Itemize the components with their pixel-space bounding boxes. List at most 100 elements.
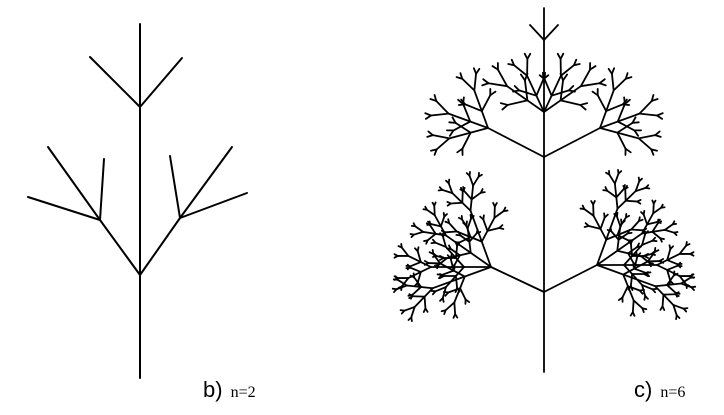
panel-c-depth-label: n=6 — [660, 384, 685, 401]
tree-branch — [649, 263, 653, 264]
tree-branch — [639, 217, 640, 221]
tree-branch — [460, 288, 466, 299]
tree-branch — [474, 74, 476, 91]
tree-branch — [639, 101, 651, 114]
tree-branch — [634, 269, 646, 273]
panel-b-caption: b) n=2 — [203, 377, 256, 403]
tree-branch — [646, 272, 650, 273]
tree-branch — [439, 190, 443, 191]
tree-branch — [454, 302, 455, 314]
tree-branch — [530, 25, 544, 40]
tree-branch — [631, 274, 632, 286]
tree-branch — [431, 114, 449, 116]
tree-branch — [674, 232, 677, 233]
tree-branch — [427, 135, 433, 137]
tree-branch — [581, 70, 590, 87]
tree-branch — [653, 204, 654, 214]
tree-branch — [615, 174, 619, 184]
tree-branch — [633, 300, 634, 312]
tree-branch — [48, 147, 100, 220]
tree-branch — [395, 256, 398, 258]
fractal-tree-n2 — [28, 24, 247, 378]
tree-branch — [652, 232, 660, 239]
tree-branch — [601, 217, 605, 228]
tree-branch — [445, 232, 456, 233]
tree-branch — [690, 252, 693, 254]
tree-branch — [561, 80, 563, 100]
tree-branch — [667, 285, 676, 293]
tree-branch — [410, 262, 421, 266]
tree-branch — [411, 317, 412, 321]
tree-branch — [609, 69, 612, 74]
tree-branch — [434, 206, 435, 216]
tree-branch — [637, 200, 641, 202]
tree-branch — [494, 211, 503, 218]
tree-branch — [558, 54, 561, 59]
tree-branch — [90, 57, 140, 107]
tree-branch — [631, 221, 639, 229]
tree-branch — [469, 176, 473, 186]
tree-branch — [600, 79, 605, 83]
tree-branch — [410, 268, 421, 272]
tree-branch — [636, 252, 637, 256]
tree-branch — [584, 209, 593, 216]
tree-branch — [427, 210, 435, 216]
tree-branch — [433, 135, 449, 138]
tree-branch — [663, 306, 665, 310]
tree-branch — [415, 248, 418, 251]
tree-branch — [645, 296, 648, 299]
tree-branch — [140, 58, 182, 107]
tree-branch — [634, 300, 643, 308]
tree-branch — [665, 230, 674, 233]
tree-branch — [499, 225, 502, 228]
tree-branch — [643, 229, 647, 231]
tree-branch — [442, 271, 454, 275]
tree-branch — [437, 138, 450, 149]
tree-branch — [432, 203, 434, 206]
tree-branch — [670, 281, 673, 284]
tree-branch — [521, 74, 525, 80]
tree-branch — [585, 226, 589, 227]
tree-branch — [456, 276, 457, 288]
tree-branch — [441, 217, 444, 227]
tree-branch — [536, 79, 543, 96]
tree-branch — [612, 74, 614, 91]
tree-branch — [436, 101, 448, 114]
tree-branch — [473, 177, 479, 186]
tree-branch — [640, 290, 644, 291]
tree-branch — [642, 308, 646, 309]
tree-branch — [655, 248, 656, 252]
tree-branch — [684, 308, 688, 309]
tree-branch — [415, 226, 423, 232]
tree-branch — [444, 213, 445, 217]
tree-branch — [660, 259, 664, 261]
tree-branch — [508, 64, 514, 65]
tree-branch — [491, 267, 544, 292]
tree-branch — [426, 115, 431, 118]
tree-branch — [462, 79, 474, 91]
tree-branch — [482, 83, 488, 85]
tree-branch — [580, 103, 587, 105]
tree-branch — [544, 265, 597, 292]
tree-branch — [425, 297, 426, 309]
tree-branch — [639, 178, 640, 182]
tree-branch — [402, 248, 409, 256]
tree-branch — [443, 298, 444, 302]
tree-branch — [471, 215, 472, 219]
tree-branch — [616, 189, 624, 197]
tree-branch — [639, 138, 652, 149]
tree-branch — [436, 256, 446, 258]
panel-b-depth-label: n=2 — [231, 384, 256, 401]
tree-branch — [525, 80, 527, 100]
tree-branch — [621, 219, 622, 223]
tree-branch — [633, 312, 635, 316]
tree-branch — [460, 190, 464, 191]
tree-branch — [28, 197, 100, 220]
tree-branch — [525, 54, 528, 59]
panel-b-letter: b) — [203, 377, 223, 402]
tree-branch — [459, 104, 465, 105]
tree-branch — [680, 246, 687, 254]
tree-branch — [561, 100, 581, 105]
tree-branch — [513, 90, 519, 91]
tree-branch — [604, 213, 605, 217]
